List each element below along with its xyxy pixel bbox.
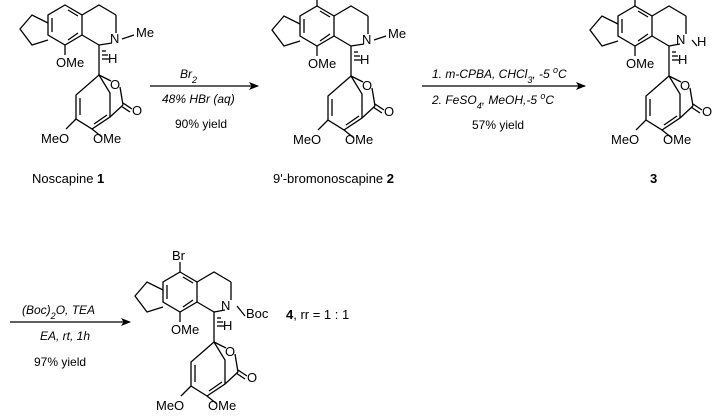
compound-1-label: Noscapine 1 (32, 171, 104, 186)
oxygen-atom: O (225, 344, 235, 359)
methoxy-group: OMe (56, 55, 84, 70)
methoxy-group: OMe (308, 56, 336, 71)
hydrogen-atom: H (697, 34, 706, 49)
methoxy-group: OMe (208, 398, 236, 413)
reaction-step-2: 1. m-CPBA, CHCl3, -5 oC 2. FeSO4, MeOH,-… (422, 65, 586, 132)
oxygen-atom: O (110, 77, 120, 92)
reaction-step-1: Br2 48% HBr (aq) 90% yield (150, 67, 259, 131)
step3-condition-2: EA, rt, 1h (40, 329, 90, 343)
compound-4-label: 4, rr = 1 : 1 (286, 307, 349, 322)
step1-reagent: Br2 (180, 67, 197, 85)
step2-condition-2: 2. FeSO4, MeOH,-5 oC (431, 91, 554, 111)
compound-4-structure: Br N Boc OMe H O O MeO OMe (134, 248, 269, 413)
boc-group: Boc (246, 306, 269, 321)
carbonyl-oxygen: O (247, 370, 257, 385)
methyl-group: Me (388, 26, 406, 41)
step1-solvent: 48% HBr (aq) (162, 92, 235, 106)
methoxy-group: MeO (293, 132, 321, 147)
methyl-group: Me (136, 25, 154, 40)
carbonyl-oxygen: O (132, 103, 142, 118)
methoxy-group: MeO (156, 398, 184, 413)
oxygen-atom: O (362, 78, 372, 93)
compound-2-structure: Br N Me OMe H O O MeO OMe (271, 0, 406, 147)
methoxy-group: MeO (611, 132, 639, 147)
compound-1-structure: N Me OMe H O O MeO OMe (19, 4, 154, 146)
nitrogen-atom: N (110, 31, 119, 46)
methoxy-group: OMe (663, 132, 691, 147)
reaction-step-3: (Boc)2O, TEA EA, rt, 1h 97% yield (10, 303, 131, 369)
step2-condition-1: 1. m-CPBA, CHCl3, -5 oC (432, 65, 567, 85)
compound-3-structure: Br N H OMe H O O MeO OMe (589, 0, 712, 147)
oxygen-atom: O (680, 78, 690, 93)
methoxy-group: OMe (345, 132, 373, 147)
methoxy-group: OMe (93, 131, 121, 146)
methoxy-group: MeO (41, 131, 69, 146)
carbonyl-oxygen: O (384, 104, 394, 119)
hydrogen-atom: H (678, 52, 687, 67)
nitrogen-atom: N (221, 298, 230, 313)
methoxy-group: OMe (171, 322, 199, 337)
compound-3-label: 3 (650, 171, 657, 186)
hydrogen-atom: H (108, 51, 117, 66)
step2-yield: 57% yield (472, 118, 524, 132)
carbonyl-oxygen: O (702, 104, 712, 119)
bromine-atom: Br (172, 248, 186, 263)
nitrogen-atom: N (362, 32, 371, 47)
methoxy-group: OMe (626, 56, 654, 71)
step3-condition-1: (Boc)2O, TEA (22, 303, 95, 321)
hydrogen-atom: H (360, 52, 369, 67)
step3-yield: 97% yield (34, 355, 86, 369)
compound-2-label: 9'-bromonoscapine 2 (273, 171, 394, 186)
step1-yield: 90% yield (175, 117, 227, 131)
hydrogen-atom: H (223, 318, 232, 333)
nitrogen-atom: N (676, 32, 685, 47)
